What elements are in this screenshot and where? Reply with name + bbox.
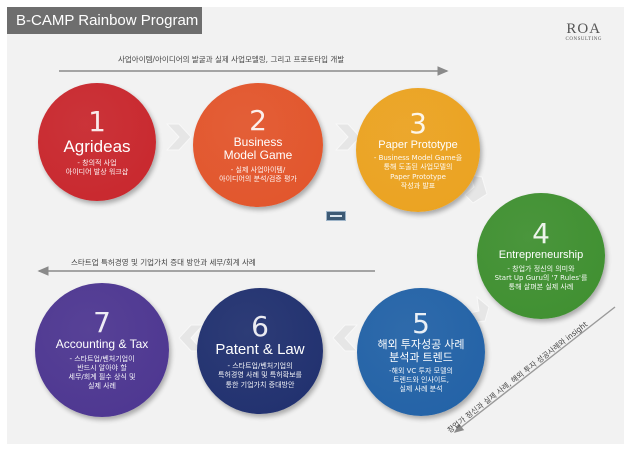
program-canvas: B-CAMP Rainbow Program ROA CONSULTING 사업… (7, 7, 624, 444)
step-4-name: Entrepreneurship (498, 249, 584, 262)
step-5-name: 해외 투자성공 사례 분석과 트렌드 (377, 339, 465, 364)
program-title: B-CAMP Rainbow Program (7, 7, 202, 34)
step-7-number: 7 (93, 306, 111, 340)
step-6-name: Patent & Law (215, 341, 305, 359)
flow-arrows (37, 66, 616, 433)
step-2-number: 2 (249, 103, 267, 137)
step-3-name: Paper Prototype (378, 138, 458, 151)
caption-middle: 스타트업 특허경영 및 기업가치 증대 방안과 세무/회계 사례 (71, 258, 256, 267)
chevron-2-3 (334, 123, 361, 151)
company-logo: ROA CONSULTING (566, 22, 602, 43)
logo-main: ROA (566, 21, 602, 37)
step-1-number: 1 (88, 104, 106, 138)
step-2-name: Business Model Game (223, 134, 293, 163)
step-4-number: 4 (532, 217, 550, 251)
caption-top: 사업아이템/아이디어의 발굴과 실제 사업모델링, 그리고 프로토타입 개발 (118, 55, 345, 64)
center-bar-icon (326, 211, 346, 221)
step-7-name: Accounting & Tax (55, 337, 149, 352)
step-6-number: 6 (251, 310, 269, 344)
chevron-1-2 (165, 123, 192, 151)
step-5-number: 5 (412, 307, 430, 341)
step-3-circle: 3 Paper Prototype - Business Model Game을… (356, 88, 480, 212)
diagonal-flow-arrow (453, 306, 616, 433)
step-2-circle: 2 Business Model Game - 실제 사업아이템/아이디어의 분… (193, 83, 323, 207)
step-2-desc: - 실제 사업아이템/아이디어의 분석/검증 평가 (219, 165, 297, 183)
chevron-5-6 (332, 324, 359, 352)
chevron-3-4 (464, 174, 488, 204)
step-1-name: Agrideas (63, 136, 131, 156)
step-3-number: 3 (409, 106, 427, 140)
logo-sub: CONSULTING (565, 37, 602, 42)
